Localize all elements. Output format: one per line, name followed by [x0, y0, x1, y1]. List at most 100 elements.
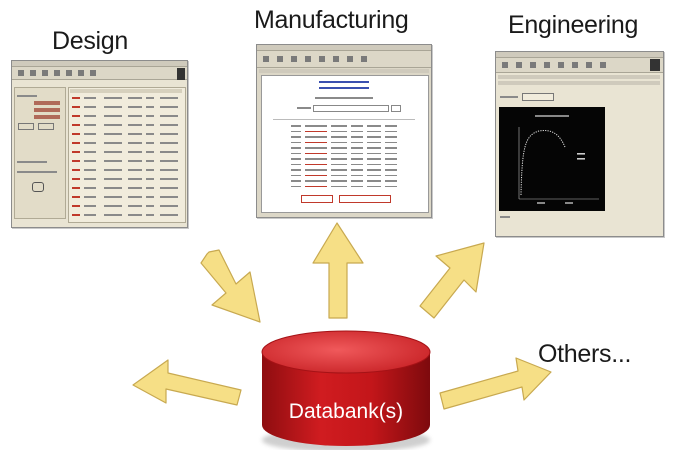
thumb-row-cell: [104, 151, 122, 153]
thumb-row-cell: [160, 214, 178, 216]
thumb-table-cell: [331, 141, 347, 143]
thumb-row-cell: [84, 151, 96, 153]
thumb-table-cell: [331, 125, 347, 127]
thumb-table-cell: [367, 163, 381, 165]
thumb-table-cell: [385, 174, 397, 176]
thumb-row-cell: [146, 106, 154, 108]
thumb-table-cell: [385, 136, 397, 138]
thumb-table-cell: [367, 141, 381, 143]
thumb-table-cell: [291, 174, 301, 176]
thumb-table-cell: [385, 180, 397, 182]
arrow-to-design: [200, 249, 261, 323]
thumb-table-cell: [351, 141, 363, 143]
thumb-table-cell: [351, 163, 363, 165]
arrow-to-manufacturing: [312, 222, 364, 319]
thumb-row-cell: [160, 169, 178, 171]
thumb-table-cell: [291, 169, 301, 171]
thumb-table-cell: [351, 152, 363, 154]
thumb-table-cell: [385, 185, 397, 187]
thumb-row-cell: [84, 133, 96, 135]
thumb-table-cell: [331, 130, 347, 132]
thumb-table-cell: [331, 180, 347, 182]
thumb-table-cell: [305, 125, 327, 127]
thumb-row-mark: [72, 97, 80, 99]
thumb-row-cell: [128, 169, 142, 171]
thumb-table-cell: [305, 152, 327, 154]
thumb-table-cell: [305, 174, 327, 176]
thumb-row-cell: [146, 115, 154, 117]
thumb-table-cell: [291, 180, 301, 182]
thumb-table-cell: [351, 147, 363, 149]
thumb-table-cell: [291, 152, 301, 154]
thumb-table-cell: [367, 130, 381, 132]
thumb-row-mark: [72, 178, 80, 180]
engineering-screenshot: [495, 51, 664, 237]
thumb-row-mark: [72, 169, 80, 171]
thumb-table-cell: [331, 158, 347, 160]
thumb-table-cell: [367, 169, 381, 171]
thumb-table-cell: [305, 185, 327, 187]
others-label: Others...: [538, 340, 632, 368]
thumb-table-cell: [351, 169, 363, 171]
thumb-table-cell: [351, 125, 363, 127]
thumb-row-cell: [128, 187, 142, 189]
thumb-row-mark: [72, 151, 80, 153]
thumb-table-cell: [367, 185, 381, 187]
thumb-row-cell: [104, 214, 122, 216]
thumb-row-cell: [128, 124, 142, 126]
thumb-row-cell: [146, 124, 154, 126]
thumb-row-cell: [104, 169, 122, 171]
thumb-row-mark: [72, 106, 80, 108]
thumb-row-cell: [104, 142, 122, 144]
thumb-row-cell: [84, 187, 96, 189]
thumb-row-cell: [128, 196, 142, 198]
thumb-row-cell: [160, 97, 178, 99]
thumb-row-cell: [128, 115, 142, 117]
thumb-row-cell: [160, 187, 178, 189]
databank-cylinder-top: [262, 331, 430, 373]
thumb-row-cell: [160, 133, 178, 135]
thumb-row-cell: [84, 169, 96, 171]
thumb-table-cell: [385, 169, 397, 171]
thumb-table-cell: [331, 163, 347, 165]
thumb-table-cell: [351, 158, 363, 160]
thumb-table-cell: [385, 141, 397, 143]
thumb-table-cell: [367, 158, 381, 160]
thumb-table-cell: [305, 136, 327, 138]
thumb-table-cell: [331, 152, 347, 154]
thumb-row-cell: [84, 205, 96, 207]
thumb-table-cell: [305, 158, 327, 160]
thumb-row-cell: [84, 115, 96, 117]
thumb-row-cell: [128, 133, 142, 135]
design-label: Design: [52, 27, 129, 55]
thumb-row-mark: [72, 187, 80, 189]
thumb-row-cell: [160, 106, 178, 108]
thumb-row-cell: [84, 178, 96, 180]
thumb-row-cell: [146, 142, 154, 144]
thumb-table-cell: [367, 136, 381, 138]
thumb-table-cell: [351, 174, 363, 176]
thumb-row-mark: [72, 214, 80, 216]
thumb-row-cell: [160, 115, 178, 117]
thumb-table-cell: [351, 180, 363, 182]
thumb-table-cell: [367, 180, 381, 182]
thumb-table-cell: [385, 163, 397, 165]
thumb-row-cell: [160, 178, 178, 180]
thumb-row-cell: [146, 205, 154, 207]
thumb-row-cell: [146, 178, 154, 180]
thumb-row-mark: [72, 205, 80, 207]
manufacturing-screenshot: [256, 44, 432, 218]
thumb-table-cell: [385, 125, 397, 127]
design-screenshot: [11, 60, 188, 228]
manufacturing-label: Manufacturing: [254, 6, 409, 34]
thumb-table-cell: [291, 185, 301, 187]
thumb-table-cell: [291, 147, 301, 149]
thumb-table-cell: [305, 163, 327, 165]
databank-label: Databank(s): [288, 400, 404, 423]
thumb-table-cell: [291, 125, 301, 127]
thumb-row-cell: [160, 160, 178, 162]
thumb-table-cell: [305, 147, 327, 149]
thumb-row-cell: [104, 160, 122, 162]
thumb-table-cell: [367, 147, 381, 149]
